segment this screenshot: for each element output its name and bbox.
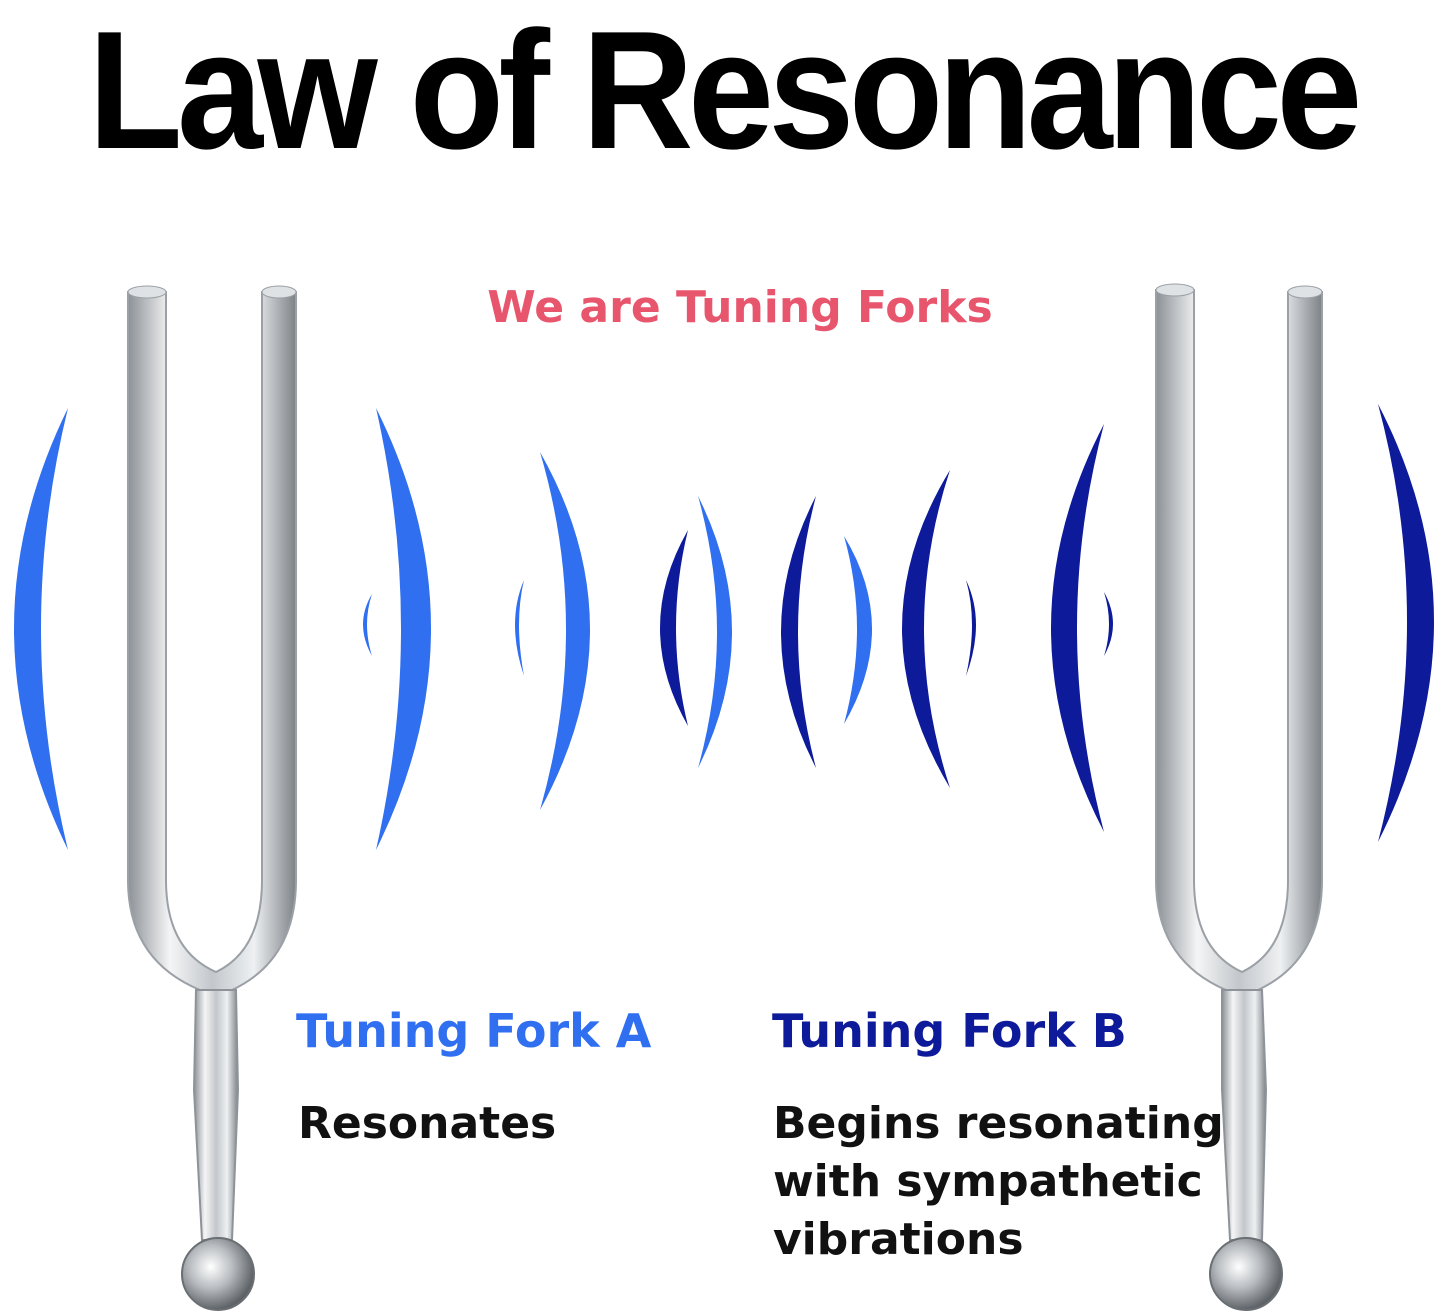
fork-a-sound-waves bbox=[14, 408, 872, 850]
fork-b-sound-waves bbox=[660, 404, 1434, 842]
fork-b-description: Begins resonating with sympathetic vibra… bbox=[773, 1095, 1243, 1269]
fork-a-description: Resonates bbox=[298, 1098, 557, 1149]
tuning-fork-b-illustration bbox=[1155, 283, 1323, 1311]
fork-b-description-line: vibrations bbox=[773, 1214, 1024, 1265]
fork-a-label: Tuning Fork A bbox=[296, 1004, 652, 1058]
subtitle: We are Tuning Forks bbox=[487, 282, 993, 333]
page-title: Law of Resonance bbox=[88, 0, 1362, 184]
tuning-fork-a-illustration bbox=[127, 285, 297, 1311]
fork-b-label: Tuning Fork B bbox=[772, 1004, 1127, 1058]
fork-b-description-line: Begins resonating bbox=[773, 1098, 1224, 1149]
fork-b-description-line: with sympathetic bbox=[773, 1156, 1203, 1207]
